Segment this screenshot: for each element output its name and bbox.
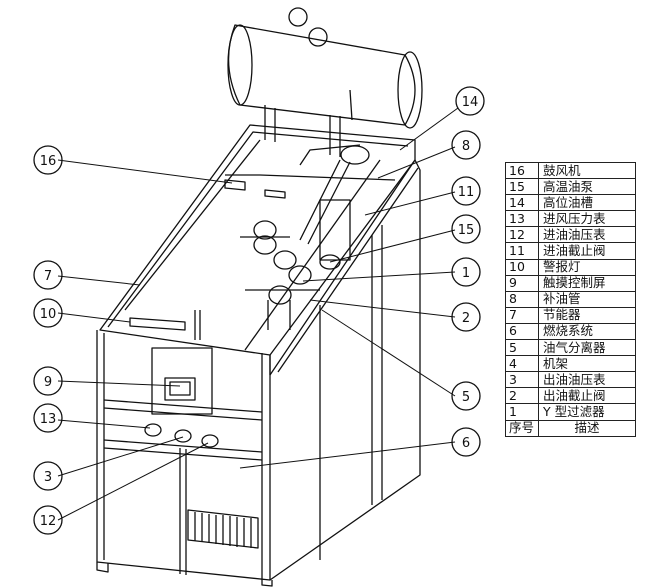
part-number: 15 <box>504 178 540 196</box>
part-number: 8 <box>504 290 540 308</box>
part-description: 节能器 <box>538 306 637 324</box>
part-number: 9 <box>504 274 540 292</box>
part-number: 2 <box>504 387 540 405</box>
callout-12: 12 <box>40 514 57 529</box>
callout-8: 8 <box>462 139 470 154</box>
callout-10: 10 <box>40 307 57 322</box>
part-description: 补油管 <box>538 290 637 308</box>
part-number: 11 <box>504 242 540 260</box>
part-description: 警报灯 <box>538 258 637 276</box>
part-description: 出油油压表 <box>538 371 637 389</box>
part-description: 出油截止阀 <box>538 387 637 405</box>
part-description: 高位油槽 <box>538 194 637 212</box>
part-description: Y 型过滤器 <box>538 403 637 421</box>
leader-lines <box>57 107 459 521</box>
part-number: 5 <box>504 339 540 357</box>
part-number: 16 <box>504 161 540 180</box>
callout-16: 16 <box>40 154 57 169</box>
callout-15: 15 <box>458 223 475 238</box>
callout-13: 13 <box>40 412 57 427</box>
header-number: 序号 <box>504 419 540 437</box>
part-number: 4 <box>504 355 540 373</box>
part-description: 进油截止阀 <box>538 242 637 260</box>
table-header-row: 序号描述 <box>504 419 637 437</box>
part-number: 7 <box>504 306 540 324</box>
part-number: 14 <box>504 194 540 212</box>
part-description: 触摸控制屏 <box>538 274 637 292</box>
part-number: 6 <box>504 322 540 341</box>
callout-5: 5 <box>462 390 470 405</box>
part-number: 3 <box>504 371 540 389</box>
part-number: 13 <box>504 210 540 228</box>
header-description: 描述 <box>538 419 637 437</box>
part-number: 12 <box>504 226 540 244</box>
callout-3: 3 <box>44 470 52 485</box>
machine-frame <box>96 124 421 587</box>
callout-6: 6 <box>462 436 470 451</box>
part-description: 机架 <box>538 355 637 373</box>
part-description: 高温油泵 <box>538 178 637 196</box>
part-description: 进油油压表 <box>538 226 637 244</box>
part-description: 油气分离器 <box>538 339 637 357</box>
high-level-oil-tank <box>227 7 423 157</box>
part-number: 1 <box>504 403 540 421</box>
callout-1: 1 <box>462 266 470 281</box>
part-number: 10 <box>504 258 540 276</box>
callout-11: 11 <box>458 185 475 200</box>
part-description: 鼓风机 <box>538 161 637 180</box>
callout-14: 14 <box>462 95 479 110</box>
piping-and-valves <box>129 144 370 340</box>
part-description: 燃烧系统 <box>538 322 637 341</box>
callout-circles <box>33 86 485 535</box>
callout-2: 2 <box>462 311 470 326</box>
callout-7: 7 <box>44 269 52 284</box>
part-description: 进风压力表 <box>538 210 637 228</box>
callout-9: 9 <box>44 375 52 390</box>
